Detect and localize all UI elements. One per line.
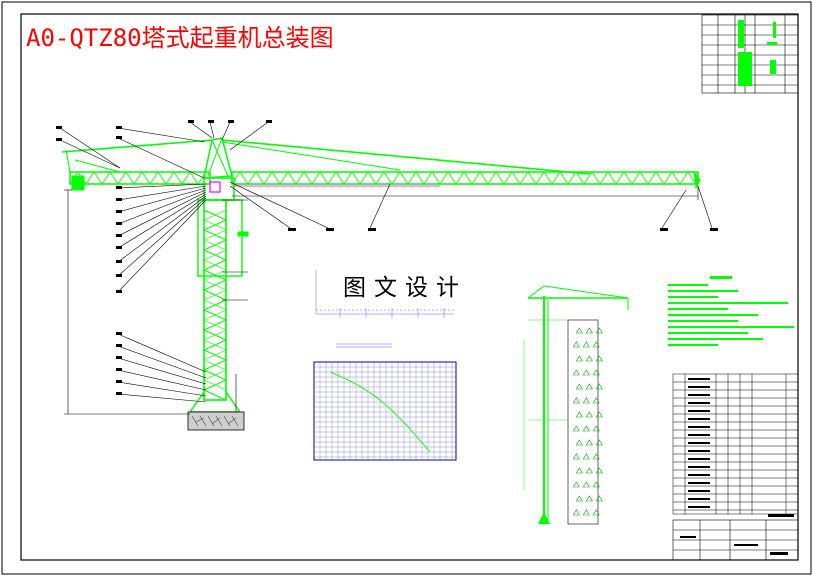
leader-tags xyxy=(56,120,718,395)
watermark-stamp: 图文设计 xyxy=(330,268,480,308)
title-block xyxy=(672,519,799,561)
tower-crane-elevation xyxy=(61,137,701,413)
technical-notes xyxy=(668,276,794,346)
load-grid-frame xyxy=(313,361,457,461)
load-chart xyxy=(315,270,454,318)
building-elevation xyxy=(523,285,629,525)
load-grid-curve xyxy=(329,371,431,453)
drawing-title: A0-QTZ80塔式起重机总装图 xyxy=(26,24,334,52)
foundation-hatch xyxy=(191,415,239,427)
parts-list xyxy=(672,373,799,515)
inner-border xyxy=(20,13,799,561)
load-grid-header xyxy=(336,343,392,348)
slewing-section xyxy=(203,177,235,201)
title-block-marks xyxy=(680,514,794,555)
load-grid xyxy=(313,361,456,460)
leader-lines xyxy=(59,121,713,403)
revision-block-marks xyxy=(738,20,777,86)
dimension-lines xyxy=(64,186,699,415)
